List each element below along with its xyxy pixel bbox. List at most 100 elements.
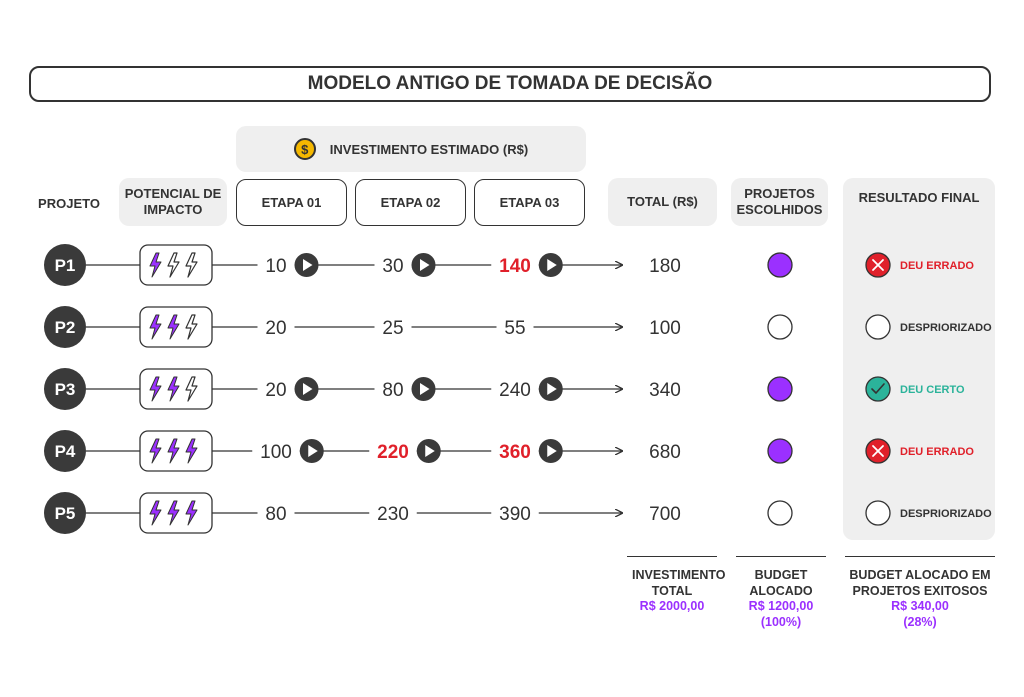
- footer-divider-investimento: [627, 556, 717, 557]
- play-triangle: [547, 445, 557, 457]
- project-row-p5: P5 80 230 390 700 DESPRIORIZADO: [44, 492, 992, 534]
- footer-divider-exitosos: [845, 556, 995, 557]
- play-icon: [411, 377, 436, 401]
- project-badge: [44, 306, 86, 348]
- empty-circle-icon: [865, 314, 891, 340]
- etapa-value: 140: [499, 256, 531, 277]
- total-value: 100: [649, 318, 681, 339]
- result-label: DEU ERRADO: [900, 446, 974, 458]
- project-label: P4: [55, 442, 76, 461]
- lightning-icon: [167, 500, 180, 526]
- play-icon: [538, 377, 563, 401]
- error-x-icon: [865, 252, 891, 278]
- success-circle: [865, 376, 891, 402]
- chosen-empty-icon: [767, 314, 793, 340]
- play-icon: [538, 439, 563, 463]
- play-icon: [294, 253, 319, 277]
- play-icon: [538, 253, 563, 277]
- error-x-icon: [865, 438, 891, 464]
- etapa-value: 20: [265, 380, 286, 401]
- total-value: 340: [649, 380, 681, 401]
- project-row-p3: P3 20 80 240 340 DEU CERTO: [44, 368, 965, 410]
- footer-exitosos-pct: (28%): [903, 614, 937, 629]
- error-x: [872, 259, 884, 271]
- etapa-value: 390: [499, 504, 531, 525]
- footer-budget-value: R$ 1200,00: [748, 599, 814, 614]
- play-icon: [294, 377, 319, 401]
- lightning-icon: [167, 252, 180, 278]
- result-label: DEU CERTO: [900, 384, 965, 396]
- result-panel: [843, 178, 995, 540]
- header-total: TOTAL (R$): [608, 178, 717, 226]
- header-escolhidos: PROJETOS ESCOLHIDOS: [731, 178, 828, 226]
- play-triangle: [303, 259, 313, 271]
- play-icon: [299, 439, 324, 463]
- play-triangle: [547, 259, 557, 271]
- project-label: P3: [55, 380, 76, 399]
- etapa-value: 80: [382, 380, 403, 401]
- lightning-icon: [185, 314, 198, 340]
- error-x: [872, 445, 884, 457]
- header-projeto: PROJETO: [38, 196, 100, 212]
- footer-exitosos-value: R$ 340,00: [891, 599, 949, 614]
- etapa-value: 80: [265, 504, 286, 525]
- footer-investimento-value: R$ 2000,00: [639, 599, 705, 614]
- lightning-icon: [149, 376, 162, 402]
- lightning-icon: [167, 376, 180, 402]
- project-label: P2: [55, 318, 76, 337]
- result-label: DESPRIORIZADO: [900, 322, 992, 334]
- project-label: P5: [55, 504, 76, 523]
- project-badge: [44, 430, 86, 472]
- play-triangle: [425, 445, 435, 457]
- etapa-value: 220: [377, 442, 409, 463]
- play-triangle: [420, 259, 430, 271]
- lightning-icon: [185, 252, 198, 278]
- etapa-value: 230: [377, 504, 409, 525]
- play-triangle: [547, 383, 557, 395]
- lightning-icon: [149, 252, 162, 278]
- play-icon: [411, 253, 436, 277]
- header-etapa-03: ETAPA 03: [474, 179, 585, 226]
- lightning-icon: [167, 438, 180, 464]
- footer-budget: BUDGET ALOCADO R$ 1200,00 (100%): [728, 568, 834, 631]
- lightning-icon: [149, 314, 162, 340]
- investment-header: $ INVESTIMENTO ESTIMADO (R$): [236, 126, 586, 172]
- etapa-value: 25: [382, 318, 403, 339]
- footer-exitosos-label: BUDGET ALOCADO EM PROJETOS EXITOSOS: [849, 568, 991, 598]
- footer-investimento: INVESTIMENTO TOTAL R$ 2000,00: [617, 568, 727, 615]
- play-triangle: [308, 445, 318, 457]
- lightning-icon: [167, 314, 180, 340]
- project-badge: [44, 368, 86, 410]
- success-check: [871, 383, 885, 394]
- chosen-filled-icon: [767, 438, 793, 464]
- project-badge: [44, 244, 86, 286]
- project-row-p2: P2 20 25 55 100 DESPRIORIZADO: [44, 306, 992, 348]
- header-resultado: RESULTADO FINAL: [858, 190, 980, 206]
- etapa-value: 55: [504, 318, 525, 339]
- chosen-empty-icon: [767, 500, 793, 526]
- total-value: 700: [649, 504, 681, 525]
- lightning-icon: [185, 438, 198, 464]
- etapa-value: 100: [260, 442, 292, 463]
- lightning-icon: [185, 376, 198, 402]
- dollar-coin-icon: $: [293, 138, 316, 160]
- success-check-icon: [865, 376, 891, 402]
- chosen-filled-icon: [767, 252, 793, 278]
- result-label: DEU ERRADO: [900, 260, 974, 272]
- investment-header-label: INVESTIMENTO ESTIMADO (R$): [329, 141, 529, 157]
- total-value: 680: [649, 442, 681, 463]
- etapa-value: 20: [265, 318, 286, 339]
- etapa-value: 30: [382, 256, 403, 277]
- project-badge: [44, 492, 86, 534]
- header-etapa-02: ETAPA 02: [355, 179, 466, 226]
- result-label: DESPRIORIZADO: [900, 508, 992, 520]
- play-icon: [416, 439, 441, 463]
- footer-budget-pct: (100%): [760, 614, 802, 629]
- play-triangle: [303, 383, 313, 395]
- play-triangle: [420, 383, 430, 395]
- etapa-value: 240: [499, 380, 531, 401]
- empty-circle-icon: [865, 500, 891, 526]
